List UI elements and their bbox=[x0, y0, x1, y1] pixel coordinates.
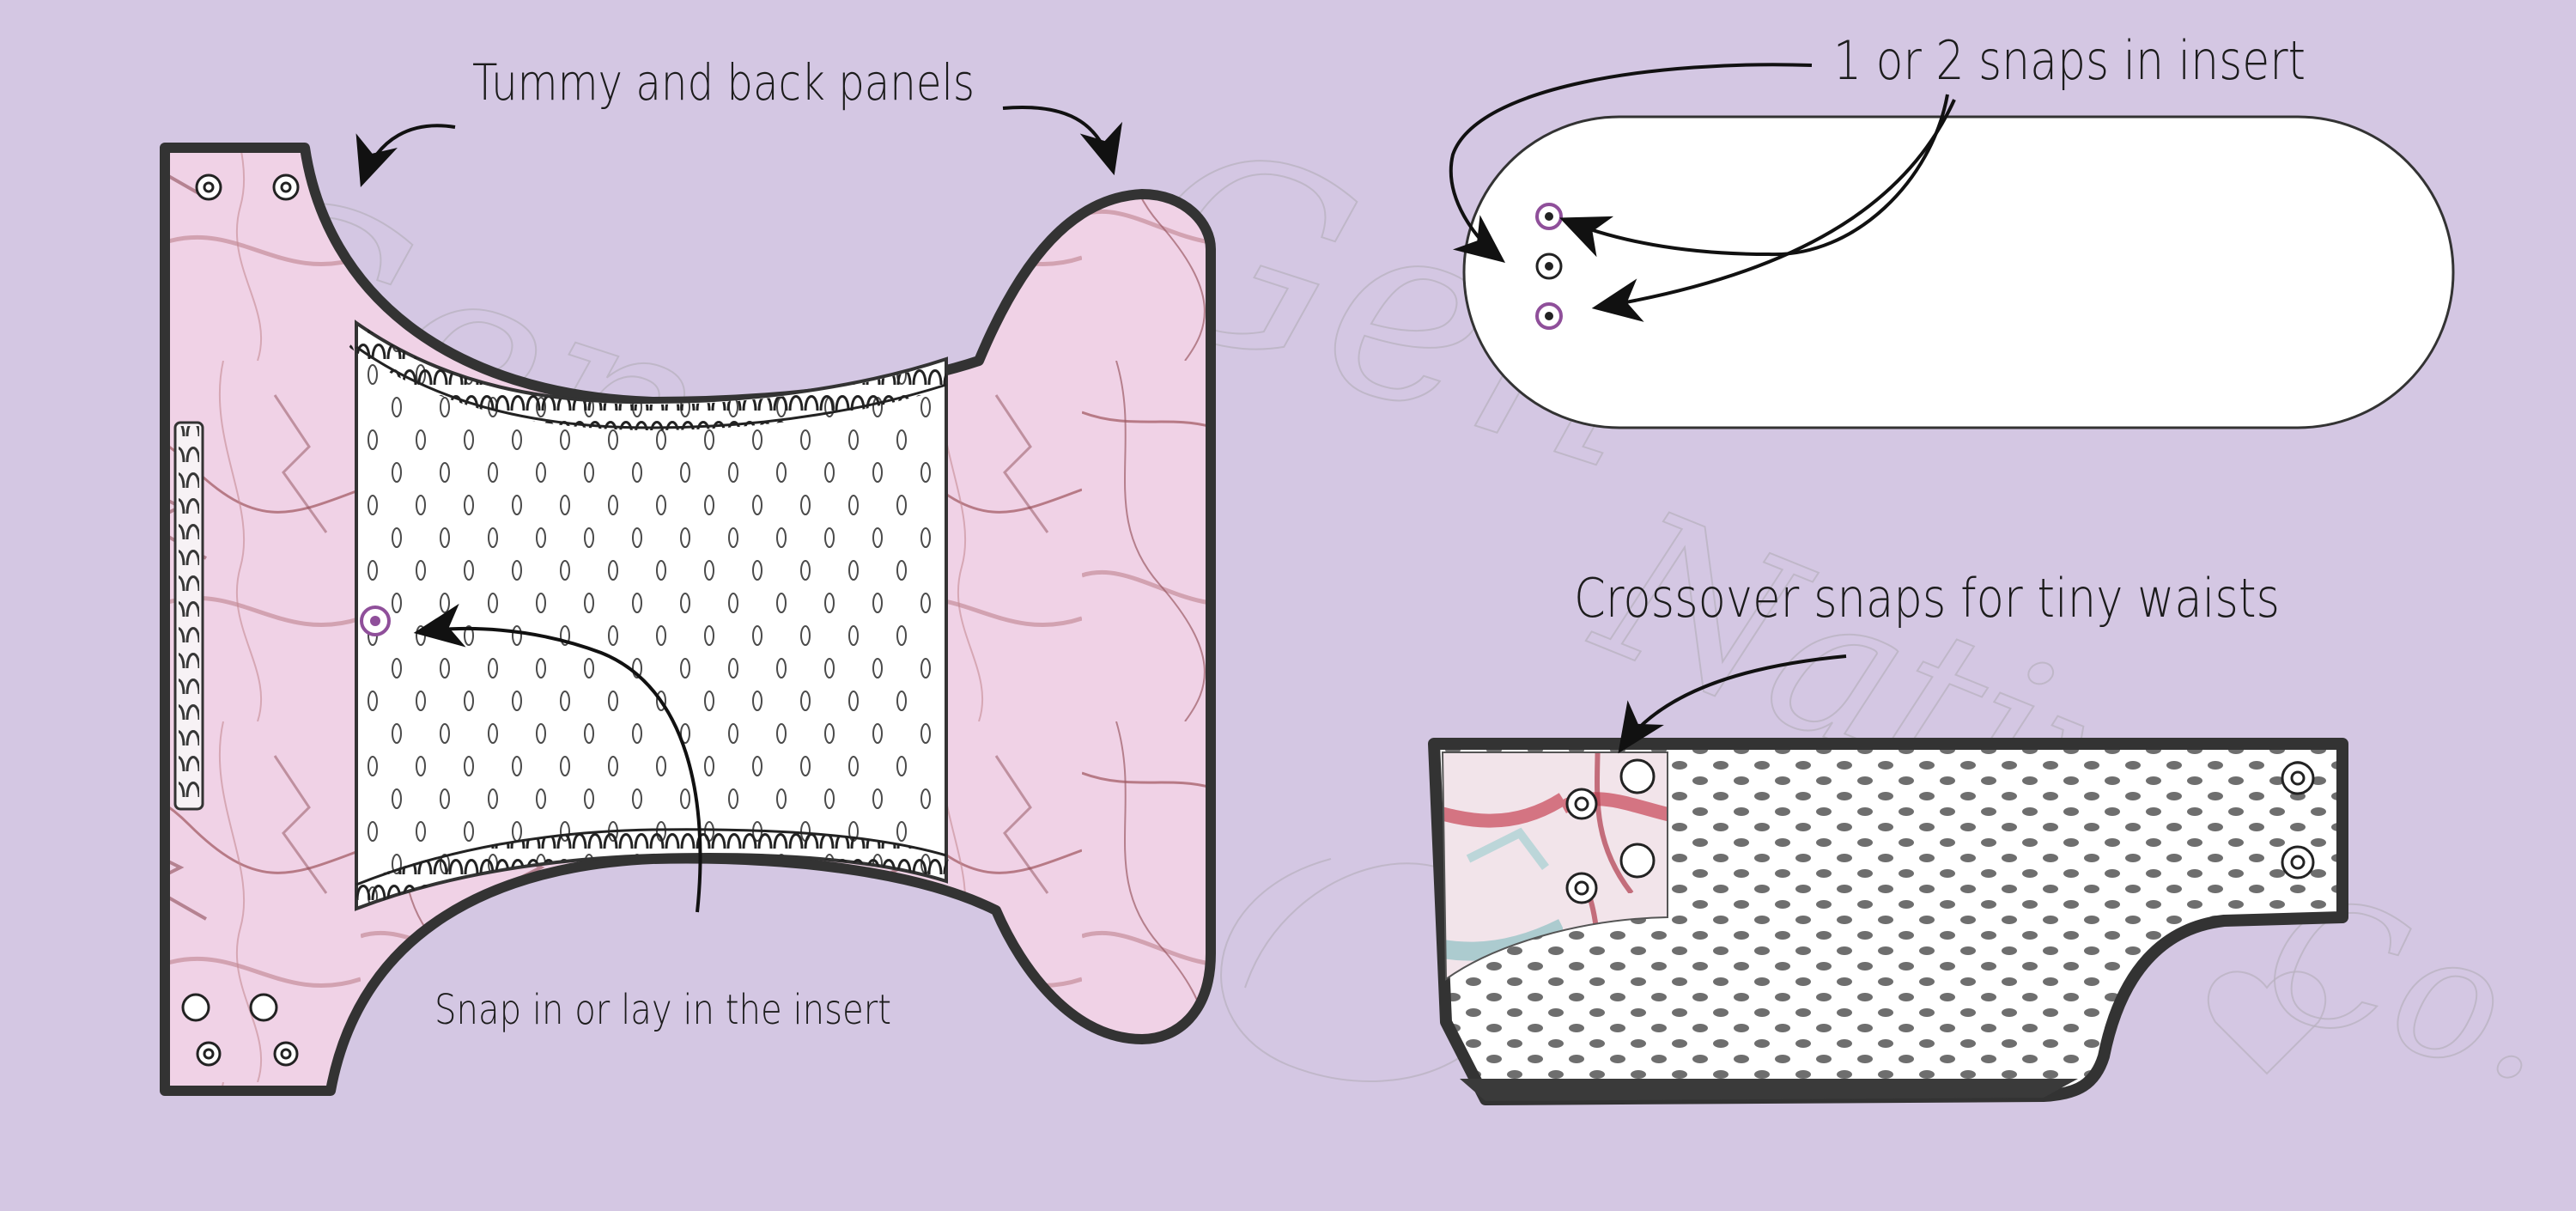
arrow-back-right bbox=[1002, 106, 1123, 176]
tab-snaps-bottom bbox=[181, 993, 299, 1067]
arrow-tummy-left bbox=[355, 124, 456, 188]
snap bbox=[273, 1041, 299, 1067]
insert bbox=[1462, 115, 2455, 429]
insert-snaps bbox=[1535, 203, 1563, 330]
snap bbox=[195, 173, 222, 201]
label-crossover-snaps: Crossover snaps for tiny waists bbox=[1574, 567, 2280, 630]
arrow-insert-bottom-snap bbox=[1591, 99, 1956, 322]
arrow-crossover bbox=[1618, 654, 1847, 754]
snap bbox=[181, 993, 210, 1022]
open-diaper bbox=[160, 143, 1216, 1096]
insert-pad bbox=[1462, 115, 2455, 429]
arrow-insert-outer bbox=[1449, 63, 1813, 263]
arrow-insert-top-snap bbox=[1559, 94, 1949, 258]
tab-snaps-top bbox=[195, 173, 300, 201]
closed-diaper bbox=[1428, 738, 2348, 1105]
watermark-heart bbox=[2207, 971, 2327, 1075]
snap bbox=[196, 1041, 222, 1067]
labels: Tummy and back panels 1 or 2 snaps in in… bbox=[434, 29, 2306, 1034]
label-snap-in-insert: Snap in or lay in the insert bbox=[434, 986, 891, 1034]
snap bbox=[249, 993, 278, 1022]
arrow-snap-in bbox=[413, 603, 702, 913]
insert-snap bbox=[360, 606, 391, 636]
crossover-snaps bbox=[1565, 758, 1656, 904]
snap bbox=[272, 173, 300, 201]
top-elastic bbox=[349, 326, 951, 431]
crossover-tab bbox=[1441, 752, 1668, 981]
closed-diaper-bottom-band bbox=[1460, 1079, 2078, 1101]
label-tummy-back-panels: Tummy and back panels bbox=[472, 53, 975, 112]
bottom-elastic bbox=[351, 828, 951, 909]
arrows bbox=[355, 63, 1956, 913]
label-insert-snaps: 1 or 2 snaps in insert bbox=[1833, 29, 2306, 92]
open-diaper-inner-panel bbox=[355, 319, 948, 911]
waist-snaps bbox=[2281, 761, 2315, 879]
